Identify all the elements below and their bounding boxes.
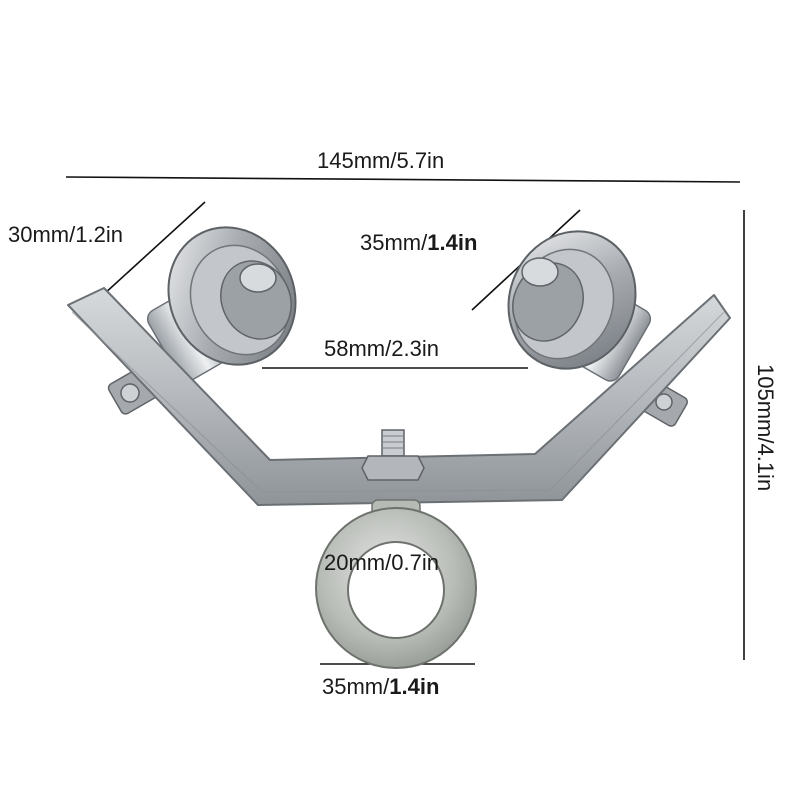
dim-line-plate-width (102, 201, 206, 296)
right-wheel (507, 230, 637, 370)
label-total-height: 105mm/4.1in (753, 364, 778, 492)
eye-ring (315, 499, 477, 669)
label-ring-inner: 20mm/0.7in (324, 550, 439, 575)
label-ring-outer: 35mm/1.4in (322, 676, 439, 698)
dim-line-total-width (65, 176, 741, 183)
label-inner-gap: 58mm/2.3in (324, 336, 439, 361)
label-wheel-diameter: 35mm/1.4in (360, 232, 477, 254)
label-plate-width: 30mm/1.2in (8, 222, 123, 247)
label-wheel-diameter-imperial: 1.4in (427, 230, 478, 255)
center-bolt (361, 429, 425, 481)
label-ring-outer-imperial: 1.4in (389, 674, 440, 699)
label-ring-outer-metric: 35mm/ (322, 674, 390, 699)
label-total-width: 145mm/5.7in (317, 148, 445, 173)
label-wheel-diameter-metric: 35mm/ (360, 230, 428, 255)
left-wheel (167, 226, 297, 366)
bent-bracket-plate (67, 287, 731, 506)
